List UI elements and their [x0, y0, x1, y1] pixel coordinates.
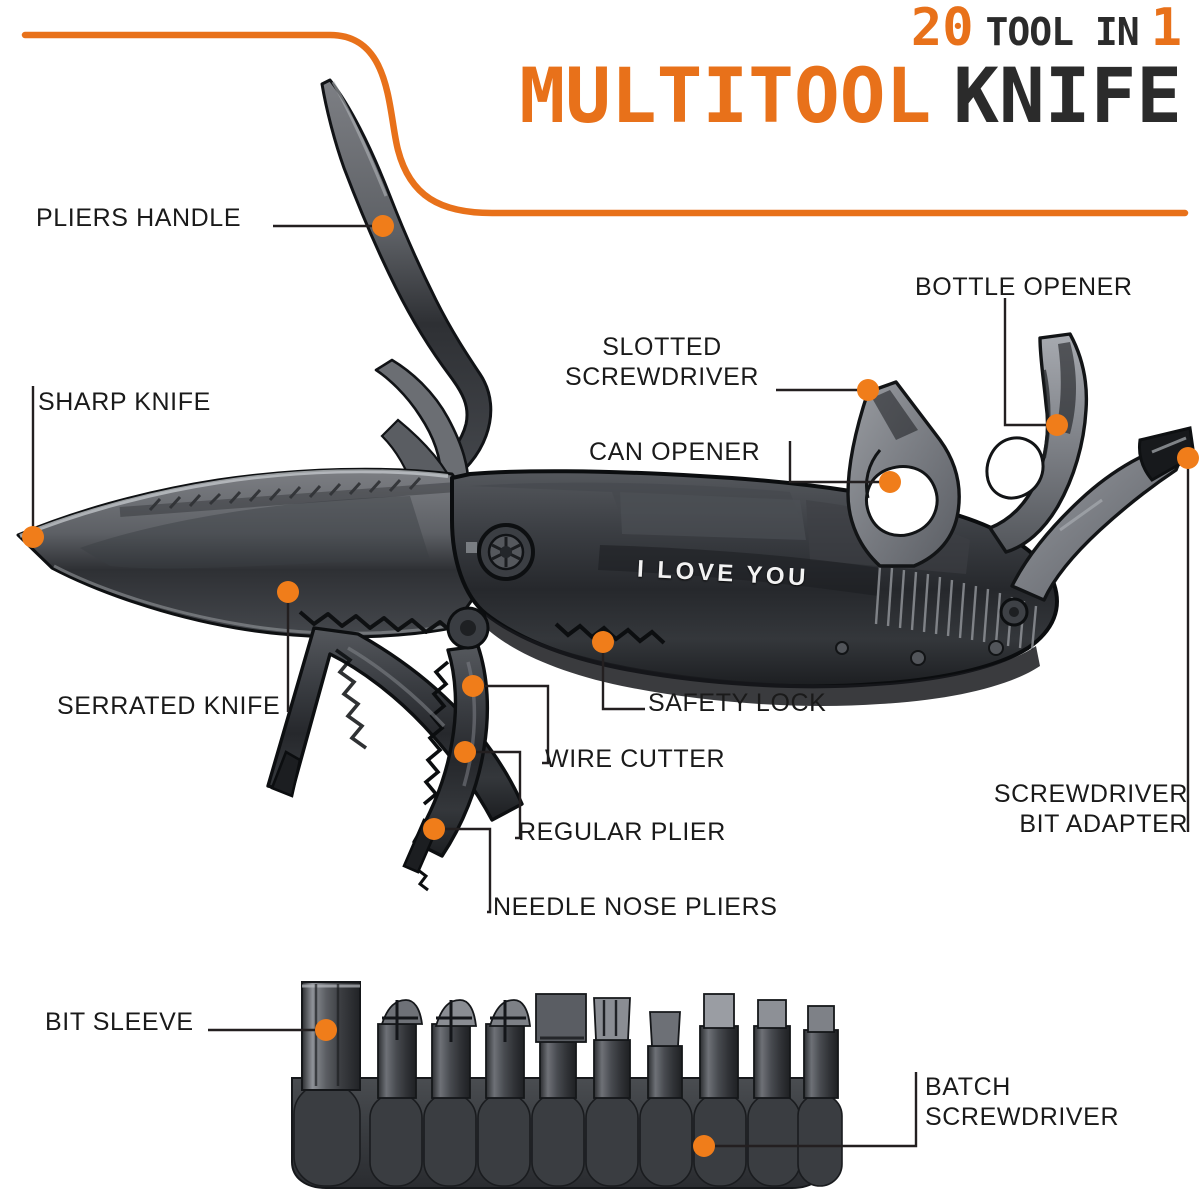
bit-set	[291, 981, 843, 1189]
marker-dot-pliers-handle	[372, 215, 394, 237]
callout-label-slotted-screwdriver-line2: SCREWDRIVER	[564, 362, 760, 391]
marker-dot-wire-cutter	[462, 675, 484, 697]
tool-count-number: 20	[910, 0, 974, 58]
marker-dot-needle-nose-pliers	[423, 818, 445, 840]
marker-dot-sharp-knife	[22, 526, 44, 548]
leader-wire-cutter	[475, 684, 550, 765]
callout-label-regular-plier: REGULAR PLIER	[518, 818, 726, 846]
callout-label-sharp-knife: SHARP KNIFE	[38, 388, 211, 416]
leader-needle-nose-pliers	[436, 827, 492, 914]
callout-label-slotted-screwdriver-line1: SLOTTED	[602, 333, 722, 361]
tool-count-one: 1	[1150, 0, 1182, 58]
marker-dot-batch-screwdriver	[693, 1135, 715, 1157]
marker-dot-bit-sleeve	[315, 1019, 337, 1041]
callout-label-slotted-screwdriver: SLOTTED SCREWDRIVER	[548, 333, 776, 392]
marker-dot-regular-plier	[454, 741, 476, 763]
marker-dot-bottle-opener	[1046, 414, 1068, 436]
callout-label-batch-screwdriver-line2: SCREWDRIVER	[925, 1102, 1120, 1131]
callout-label-bit-sleeve: BIT SLEEVE	[45, 1008, 194, 1036]
tool-count-suffix: TOOL IN	[985, 10, 1140, 54]
leader-regular-plier	[467, 750, 522, 840]
callout-label-serrated-knife: SERRATED KNIFE	[57, 692, 281, 720]
callout-label-wire-cutter: WIRE CUTTER	[545, 745, 726, 773]
pliers-jaws	[266, 606, 524, 892]
callout-label-screwdriver-bit-adapter-line1: SCREWDRIVER	[993, 780, 1188, 808]
callout-label-screwdriver-bit-adapter-line2: BIT ADAPTER	[1019, 809, 1188, 838]
callout-label-can-opener: CAN OPENER	[589, 438, 761, 466]
marker-dot-screwdriver-bit-adapter	[1177, 447, 1199, 469]
leader-batch-screwdriver	[706, 1072, 918, 1148]
product-word-knife: KNIFE	[953, 51, 1182, 140]
marker-dot-serrated-knife	[277, 581, 299, 603]
callout-label-batch-screwdriver-line1: BATCH	[925, 1073, 1011, 1101]
callout-label-bottle-opener: BOTTLE OPENER	[915, 273, 1133, 301]
leader-bottle-opener	[1003, 298, 1055, 427]
marker-dot-safety-lock	[592, 631, 614, 653]
callout-label-batch-screwdriver: BATCH SCREWDRIVER	[925, 1073, 1119, 1132]
leader-can-opener	[788, 441, 888, 484]
callout-label-pliers-handle: PLIERS HANDLE	[36, 204, 242, 232]
product-word-multitool: MULTITOOL	[519, 51, 932, 140]
callout-label-screwdriver-bit-adapter: SCREWDRIVER BIT ADAPTER	[948, 780, 1188, 839]
right-tool-cluster	[846, 332, 1196, 602]
marker-dot-can-opener	[879, 471, 901, 493]
leader-safety-lock	[601, 644, 645, 711]
pliers-handle-part	[320, 78, 493, 494]
knife-blade	[16, 467, 484, 639]
callout-label-needle-nose-pliers: NEEDLE NOSE PLIERS	[493, 893, 778, 921]
marker-dot-slotted-screwdriver	[857, 379, 879, 401]
decorative-accent-line	[21, 31, 1189, 217]
callout-label-safety-lock: SAFETY LOCK	[648, 689, 827, 717]
